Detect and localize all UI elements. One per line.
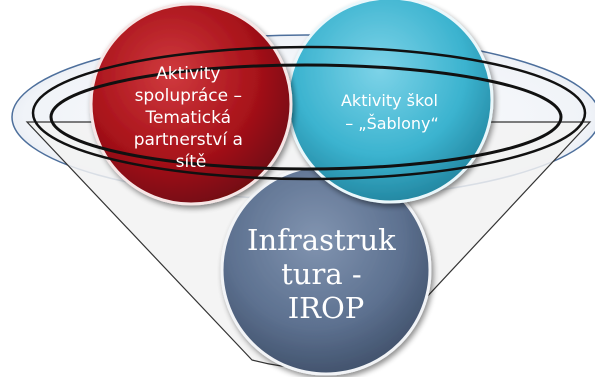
funnel-front-rim-inner [49,63,563,171]
label-aktivity-spoluprace: Aktivity spolupráce – Tematická partners… [134,64,249,172]
circle-aktivity-spoluprace [89,2,293,206]
funnel-front-rim-outer [31,45,587,181]
label-aktivity-skol: Aktivity škol – „Šablony“ [341,91,443,133]
label-infrastruktura: Infrastruk tura - IROP [247,223,405,325]
